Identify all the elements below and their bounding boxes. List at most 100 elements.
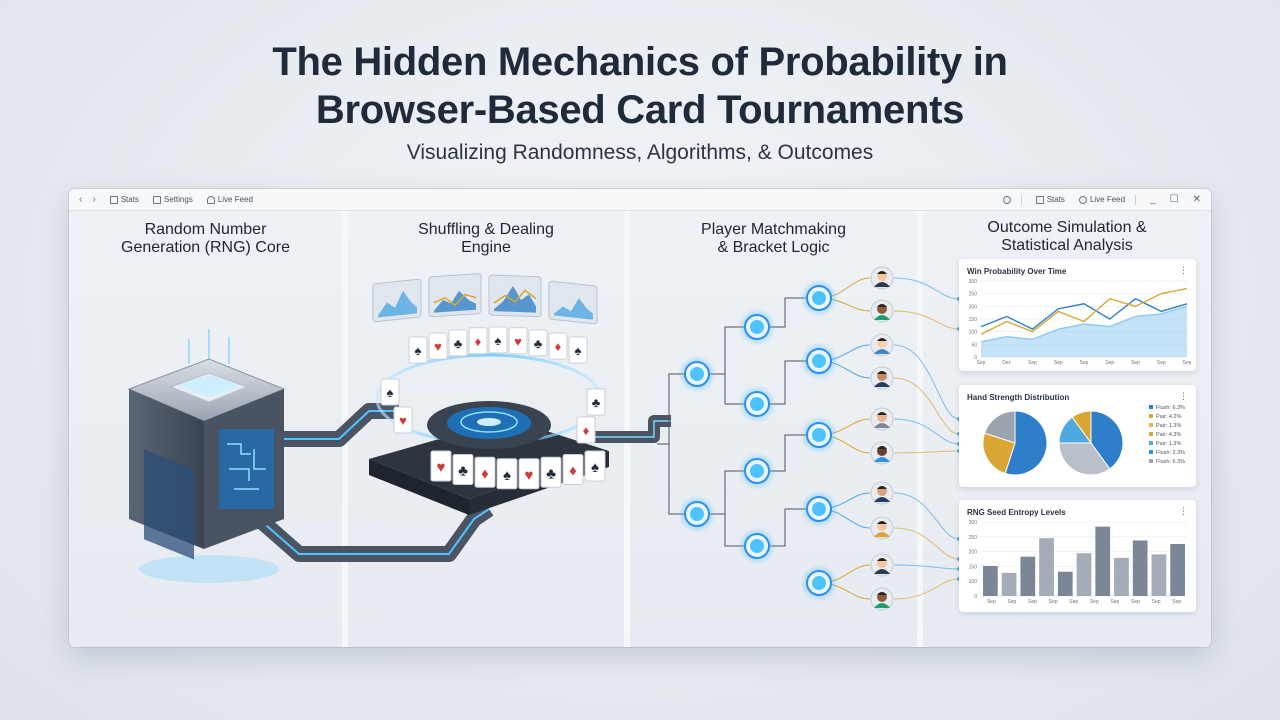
bar xyxy=(983,565,998,596)
panel-title: Outcome Simulation & Statistical Analysi… xyxy=(923,219,1211,255)
legend-swatch xyxy=(1149,423,1153,427)
more-options-icon[interactable]: ⋮ xyxy=(1179,506,1188,516)
avatar-hair xyxy=(877,271,887,274)
pie-slice xyxy=(982,432,1016,475)
card-face xyxy=(408,336,428,364)
card-title: Hand Strength Distribution xyxy=(967,393,1070,402)
card-face xyxy=(540,456,562,488)
card-face xyxy=(548,332,568,360)
bar xyxy=(1151,554,1167,596)
forward-button[interactable]: › xyxy=(92,194,96,205)
card-suit: ♠ xyxy=(503,467,511,484)
x-tick-label: Sep xyxy=(1131,599,1140,605)
bracket-node xyxy=(800,279,838,317)
x-tick-label: Sep xyxy=(1054,360,1063,366)
x-tick-label: Sep xyxy=(1080,360,1089,366)
legend-label: Pair: 4.2% xyxy=(1156,414,1181,420)
avatar-hair xyxy=(877,558,887,561)
card-face xyxy=(468,327,488,355)
bar xyxy=(1095,526,1111,596)
x-tick-label: Sep xyxy=(1007,599,1016,605)
right-tab-stats-label: Stats xyxy=(1046,195,1065,204)
x-tick-label: Sep xyxy=(1152,599,1161,605)
node-center xyxy=(812,576,826,590)
hero-title: The Hidden Mechanics of Probability in B… xyxy=(0,38,1280,134)
bracket-node xyxy=(738,308,776,346)
playing-card: ♣ xyxy=(528,329,548,357)
panel-title-line1: Shuffling & Dealing xyxy=(418,221,554,238)
maximize-button[interactable]: ☐ xyxy=(1169,194,1179,205)
player-avatar xyxy=(870,366,894,390)
playing-card: ♥ xyxy=(428,332,448,360)
playing-card: ♥ xyxy=(508,327,528,355)
tab-live-feed[interactable]: Live Feed xyxy=(206,195,253,204)
y-tick-label: 100 xyxy=(969,330,978,336)
flow-line xyxy=(893,277,960,300)
more-options-icon[interactable]: ⋮ xyxy=(1179,391,1188,401)
avatar-hair xyxy=(877,446,887,449)
player-avatar xyxy=(870,587,894,611)
card-face xyxy=(430,450,452,482)
right-tab-stats[interactable]: Stats xyxy=(1035,195,1065,204)
more-options-icon[interactable]: ⋮ xyxy=(1179,265,1188,275)
card-suit: ♦ xyxy=(481,465,489,482)
y-tick-label: 0 xyxy=(974,355,977,361)
node-center xyxy=(750,397,764,411)
series-line xyxy=(980,297,1188,330)
card-title: Win Probability Over Time xyxy=(967,267,1067,276)
flow-line xyxy=(893,377,960,435)
playing-card: ♠ xyxy=(568,336,588,364)
bar xyxy=(1076,553,1092,596)
panel-title: Player Matchmaking & Bracket Logic xyxy=(630,221,917,257)
right-tab-live-feed[interactable]: Live Feed xyxy=(1078,195,1125,204)
card-suit: ♠ xyxy=(495,333,502,348)
x-tick-label: Sep xyxy=(977,360,986,366)
avatar-body xyxy=(874,382,890,387)
titlebar-divider xyxy=(1135,194,1137,205)
close-button[interactable]: ✕ xyxy=(1192,194,1201,205)
avatar-hair xyxy=(877,304,887,307)
playing-card: ♠ xyxy=(380,378,400,406)
pie-slice xyxy=(1058,442,1111,476)
flow-line xyxy=(893,492,960,540)
titlebar: ‹ › Stats Settings Live Feed Stats Live … xyxy=(69,189,1211,211)
card-suit: ♠ xyxy=(575,343,582,358)
card-face xyxy=(428,332,448,360)
avatar-body xyxy=(874,315,890,320)
card-suit: ♦ xyxy=(555,339,562,354)
x-tick-label: Sep xyxy=(987,599,996,605)
tab-stats[interactable]: Stats xyxy=(109,195,139,204)
live-feed-icon xyxy=(1078,195,1087,204)
card-face xyxy=(393,406,413,434)
tab-settings[interactable]: Settings xyxy=(152,195,193,204)
playing-card: ♣ xyxy=(540,456,562,488)
bar xyxy=(1039,538,1054,596)
card-face xyxy=(496,458,518,490)
node-center xyxy=(812,354,826,368)
x-tick-label: Sep xyxy=(1090,599,1099,605)
panel-divider xyxy=(917,211,923,647)
card-title: RNG Seed Entropy Levels xyxy=(967,508,1066,517)
playing-card: ♦ xyxy=(576,416,596,444)
minimize-button[interactable]: _ xyxy=(1150,194,1156,205)
card-suit: ♥ xyxy=(437,459,446,476)
legend-label: Pair: 1.3% xyxy=(1156,423,1181,429)
legend-label: Pair: 4.3% xyxy=(1156,432,1181,438)
avatar-body xyxy=(874,423,890,428)
player-avatar xyxy=(870,266,894,290)
panel-title-line1: Outcome Simulation & xyxy=(987,219,1147,236)
search-icon[interactable] xyxy=(1002,195,1011,204)
tab-live-feed-label: Live Feed xyxy=(217,195,253,204)
card-face xyxy=(528,329,548,357)
card-suit: ♣ xyxy=(458,462,468,479)
back-button[interactable]: ‹ xyxy=(79,194,83,205)
node-center xyxy=(750,320,764,334)
y-tick-label: 300 xyxy=(969,304,978,310)
player-avatar xyxy=(870,516,894,540)
card-suit: ♣ xyxy=(592,395,601,410)
x-tick-label: Sep xyxy=(1131,360,1140,366)
playing-card: ♠ xyxy=(488,326,508,354)
